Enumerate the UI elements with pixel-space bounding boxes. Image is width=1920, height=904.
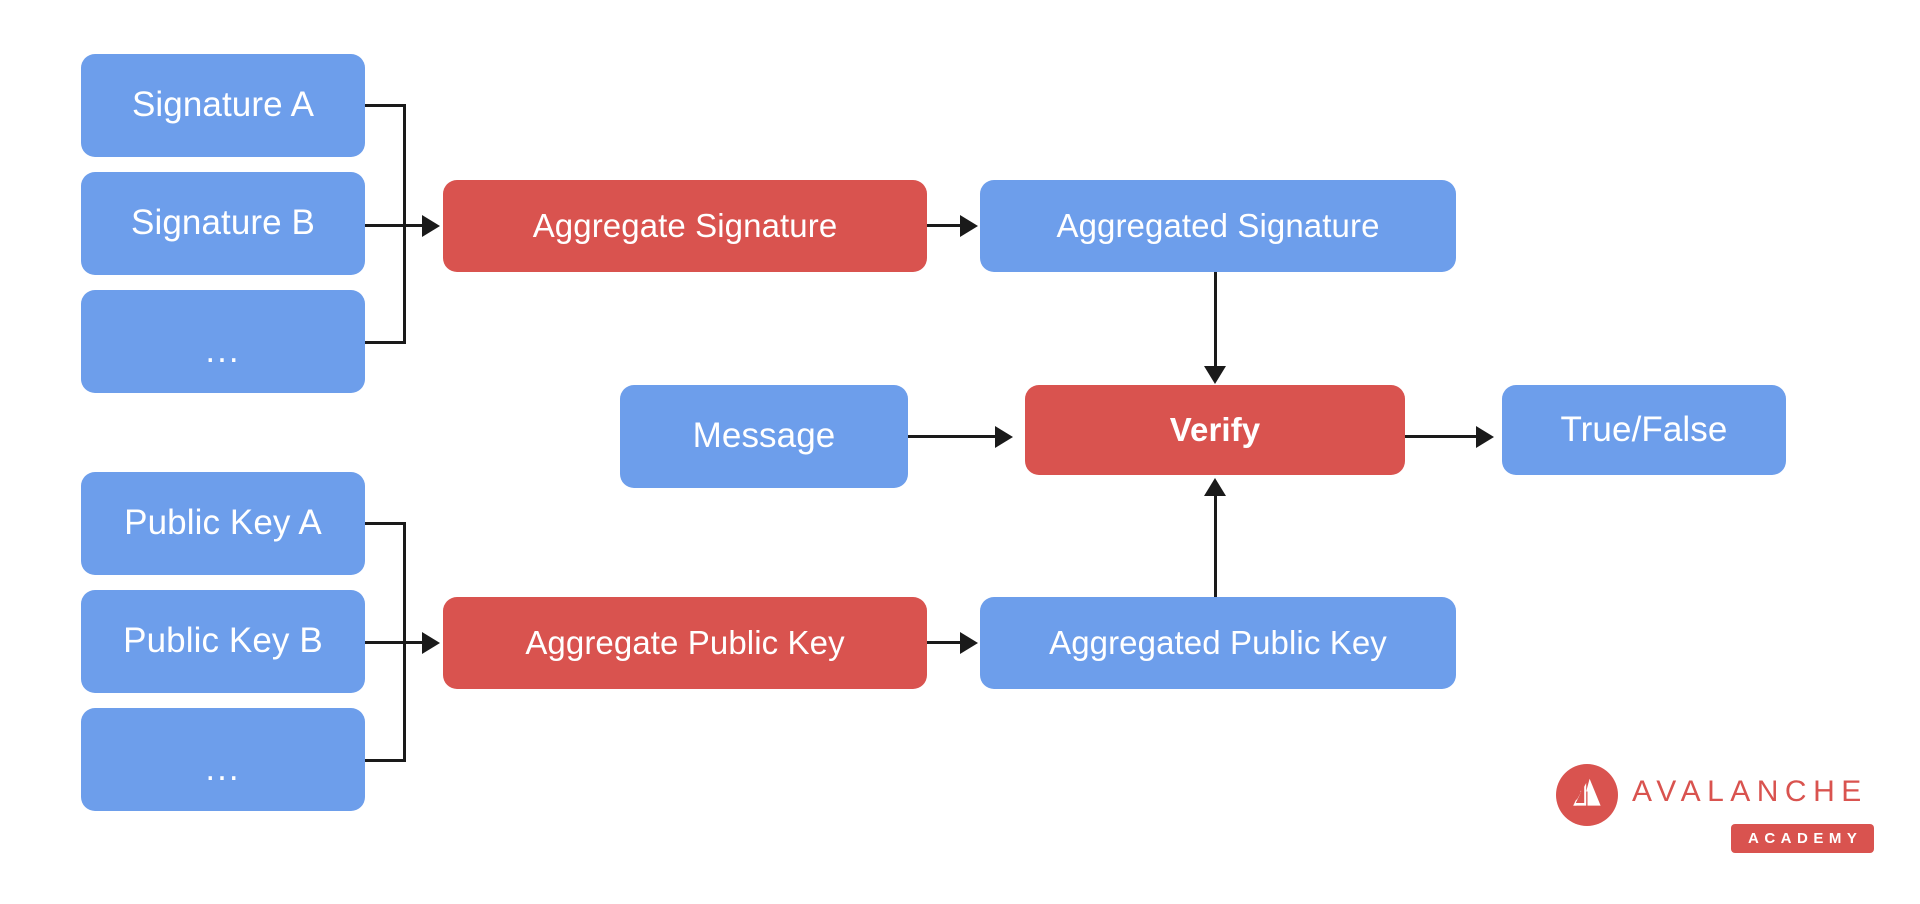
- node-label: Public Key A: [124, 503, 322, 543]
- logo-wordmark: AVALANCHE: [1632, 775, 1868, 808]
- node-label: ...: [205, 330, 241, 370]
- arrowhead-to-verify-bottom: [1204, 478, 1226, 496]
- connector-pk-a-stub: [365, 522, 406, 525]
- node-signature-more[interactable]: ...: [81, 290, 365, 393]
- connector-sig-b-to-aggregate: [365, 224, 425, 227]
- arrowhead-to-aggregated-public-key: [960, 632, 978, 654]
- node-label: Aggregate Public Key: [525, 624, 845, 662]
- node-label: Aggregated Public Key: [1049, 624, 1387, 662]
- node-signature-a[interactable]: Signature A: [81, 54, 365, 157]
- connector-aggregated-signature-to-verify: [1214, 272, 1217, 370]
- avalanche-academy-logo: AVALANCHE ACADEMY: [1556, 762, 1886, 858]
- node-label: Aggregated Signature: [1056, 207, 1380, 245]
- node-label: Public Key B: [123, 621, 323, 661]
- connector-verify-to-result: [1405, 435, 1479, 438]
- node-signature-b[interactable]: Signature B: [81, 172, 365, 275]
- node-public-key-more[interactable]: ...: [81, 708, 365, 811]
- node-public-key-b[interactable]: Public Key B: [81, 590, 365, 693]
- arrowhead-to-verify-top: [1204, 366, 1226, 384]
- arrowhead-to-aggregate-signature: [422, 215, 440, 237]
- node-aggregated-signature[interactable]: Aggregated Signature: [980, 180, 1456, 272]
- connector-pk-more-stub: [365, 759, 406, 762]
- connector-aggregated-public-key-to-verify: [1214, 492, 1217, 597]
- connector-aggregate-to-aggregated-signature: [927, 224, 963, 227]
- node-message[interactable]: Message: [620, 385, 908, 488]
- node-label: True/False: [1560, 409, 1728, 449]
- node-label: Verify: [1169, 411, 1261, 449]
- node-true-false[interactable]: True/False: [1502, 385, 1786, 475]
- arrowhead-to-true-false: [1476, 426, 1494, 448]
- node-public-key-a[interactable]: Public Key A: [81, 472, 365, 575]
- node-label: ...: [205, 748, 241, 788]
- arrowhead-to-aggregated-signature: [960, 215, 978, 237]
- node-aggregated-public-key[interactable]: Aggregated Public Key: [980, 597, 1456, 689]
- logo-academy-badge: ACADEMY: [1731, 824, 1875, 853]
- node-label: Aggregate Signature: [532, 207, 838, 245]
- avalanche-triangle-icon: [1556, 764, 1618, 826]
- connector-message-to-verify: [908, 435, 998, 438]
- arrowhead-to-verify-left: [995, 426, 1013, 448]
- connector-aggregate-to-aggregated-public-key: [927, 641, 963, 644]
- node-aggregate-public-key[interactable]: Aggregate Public Key: [443, 597, 927, 689]
- node-aggregate-signature[interactable]: Aggregate Signature: [443, 180, 927, 272]
- node-label: Message: [692, 416, 836, 456]
- arrowhead-to-aggregate-public-key: [422, 632, 440, 654]
- connector-pk-b-to-aggregate: [365, 641, 425, 644]
- node-label: Signature A: [131, 85, 315, 125]
- connector-sig-more-stub: [365, 341, 406, 344]
- node-verify[interactable]: Verify: [1025, 385, 1405, 475]
- node-label: Signature B: [131, 203, 315, 243]
- connector-sig-a-stub: [365, 104, 406, 107]
